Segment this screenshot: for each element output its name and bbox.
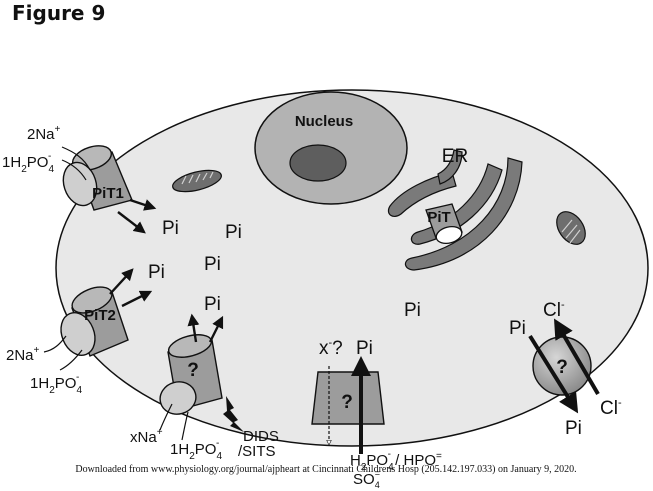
pi-cl-exchanger-label: ? [556, 357, 568, 378]
anion-exchanger[interactable]: ? [311, 371, 385, 425]
pit1-label: PiT1 [92, 185, 124, 202]
pi-label-4: Pi [204, 254, 221, 275]
pit1-transporter[interactable]: PiT1 [58, 141, 133, 211]
unknown-na-transporter[interactable]: ? [156, 331, 223, 418]
mitochondrion-right [556, 211, 586, 245]
nucleolus [289, 144, 347, 182]
download-footer: Downloaded from www.physiology.org/journ… [75, 464, 576, 475]
exchanger-pi-label: Pi [356, 338, 373, 359]
pit2-transporter[interactable]: PiT2 [55, 282, 129, 360]
unknown-na-transporter-label: ? [187, 360, 199, 381]
nucleus-label: Nucleus [295, 113, 353, 130]
pit-label: PiT [427, 209, 450, 226]
cl-in-label: Cl- [600, 397, 622, 419]
pi-label-3: Pi [148, 262, 165, 283]
pi-label-6: Pi [404, 300, 421, 321]
dids-label: DIDS [243, 428, 279, 445]
figure-title: Figure 9 [12, 1, 106, 25]
er-label: ER [442, 146, 468, 167]
xna-label: xNa+ [130, 427, 163, 446]
unknown-h2po4-label: 1H2PO4- [170, 438, 222, 462]
exchanger-label: ? [341, 392, 353, 413]
cl-out-label: Cl- [543, 299, 565, 321]
pit1-h2po4-label: 1H2PO4- [2, 151, 54, 175]
pi-label-1: Pi [162, 218, 179, 239]
pit1-na-label: 2Na+ [27, 124, 61, 143]
h2po4-hpo4-label: H2PO4- / HPO= [350, 449, 442, 473]
inhibitor-bolt-icon [223, 396, 244, 432]
cl-exchanger-pi-in-label: Pi [509, 318, 526, 339]
pit2-label: PiT2 [84, 307, 116, 324]
x-question-label: x-? [319, 337, 343, 359]
sits-label: /SITS [238, 443, 276, 460]
pit-transporter-er: PiT [425, 203, 463, 245]
pit2-na-label: 2Na+ [6, 345, 40, 364]
pi-label-2: Pi [225, 222, 242, 243]
cl-exchanger-pi-out-label: Pi [565, 418, 582, 439]
so4-label: SO4= [353, 468, 380, 490]
pi-label-5: Pi [204, 294, 221, 315]
mitochondrion-left [172, 169, 222, 193]
pit2-h2po4-label: 1H2PO4- [30, 372, 82, 396]
